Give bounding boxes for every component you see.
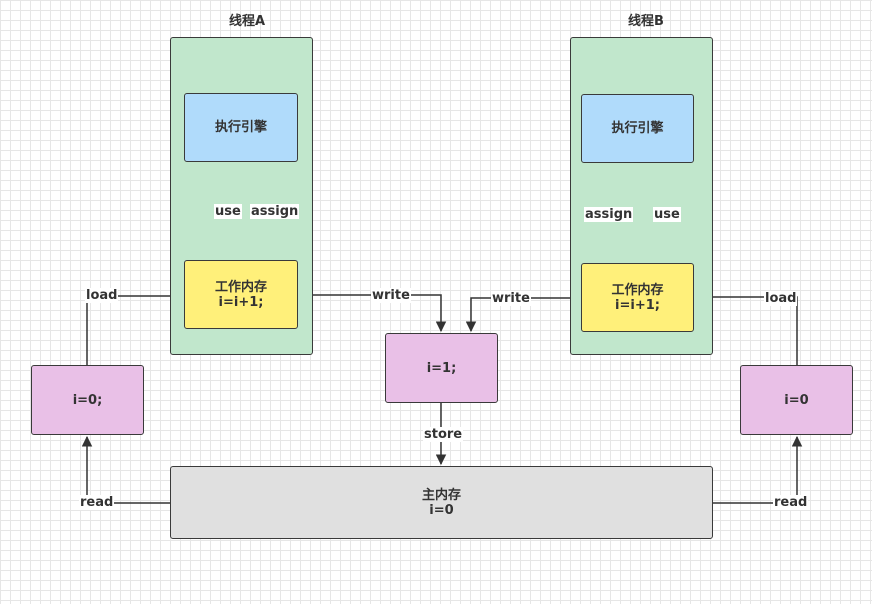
thread-a-assign-label: assign xyxy=(250,204,300,219)
thread-a-title: 线程A xyxy=(229,14,266,29)
thread-a-execution-engine: 执行引擎 xyxy=(184,93,298,162)
write-arrow-a xyxy=(298,294,447,333)
thread-b-title: 线程B xyxy=(628,14,664,29)
right-load-label: load xyxy=(764,291,798,306)
read-arrow-right xyxy=(713,435,803,504)
thread-b-execution-engine: 执行引擎 xyxy=(581,94,694,163)
write-b-label: write xyxy=(491,291,531,306)
left-load-label: load xyxy=(85,288,119,303)
thread-b-work-memory: 工作内存 i=i+1; xyxy=(581,263,694,332)
thread-b-use-label: use xyxy=(653,207,681,222)
store-label: store xyxy=(423,427,464,442)
read-arrow-left xyxy=(81,435,170,504)
write-arrow-b xyxy=(465,297,582,333)
thread-a-use-label: use xyxy=(214,204,242,219)
right-read-label: read xyxy=(773,495,809,510)
left-read-label: read xyxy=(79,495,115,510)
write-a-label: write xyxy=(371,288,411,303)
main-memory: 主内存 i=0 xyxy=(170,466,713,539)
left-variable-copy: i=0; xyxy=(31,365,144,435)
thread-b-assign-label: assign xyxy=(584,207,634,222)
thread-a-work-memory: 工作内存 i=i+1; xyxy=(184,260,298,329)
right-variable-copy: i=0 xyxy=(740,365,853,435)
shared-variable: i=1; xyxy=(385,333,498,403)
